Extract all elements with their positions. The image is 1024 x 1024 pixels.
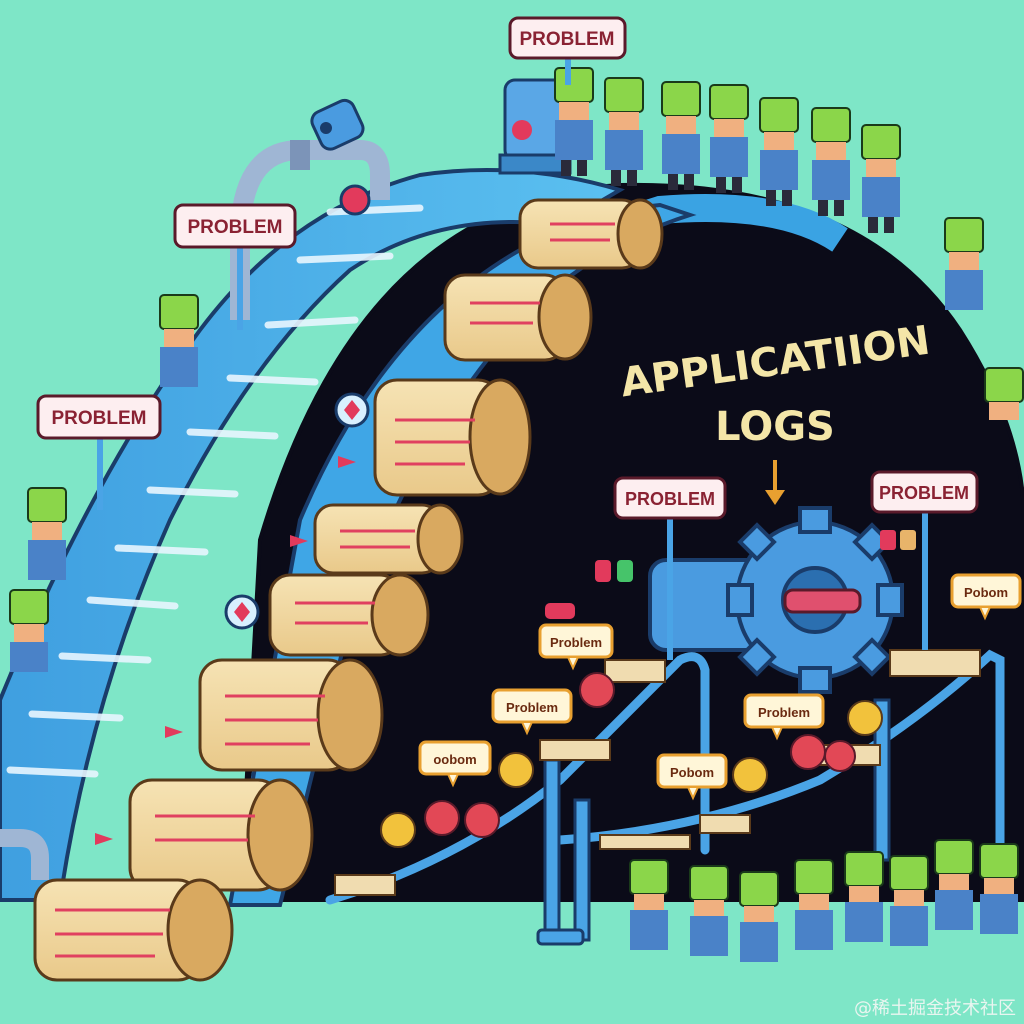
- belt-stripes: [6, 204, 424, 778]
- problem-sign-label: PROBLEM: [625, 489, 715, 509]
- bottom-left-pipe: [0, 829, 49, 880]
- problem-sign-label: PROBLEM: [520, 29, 615, 50]
- speech-bubble-label: Pobom: [964, 585, 1008, 600]
- title-line-2: LOGS: [715, 404, 835, 450]
- problem-sign: PROBLEM: [173, 203, 297, 249]
- arrow-icons: [95, 456, 356, 845]
- sign-posts: [97, 58, 928, 660]
- speech-bubble-label: Problem: [550, 635, 602, 650]
- speech-bubble: Pobom: [950, 573, 1022, 621]
- speech-bubble-label: Problem: [758, 705, 810, 720]
- problem-sign: PROBLEM: [613, 476, 727, 520]
- problem-sign: PROBLEM: [870, 470, 979, 514]
- speech-bubble: Pobom: [656, 753, 728, 801]
- speech-bubble: Problem: [538, 623, 614, 671]
- diamond-badges: [224, 392, 370, 630]
- rail-supports: [536, 698, 891, 946]
- problem-sign: PROBLEM: [36, 394, 162, 440]
- speech-bubble-label: Problem: [506, 700, 558, 715]
- problem-sign-label: PROBLEM: [879, 483, 969, 503]
- speech-bubble-label: oobom: [433, 752, 476, 767]
- watermark: @稀土掘金技术社区: [854, 998, 1016, 1019]
- speech-bubble: Problem: [491, 688, 573, 736]
- creatures: [380, 672, 883, 848]
- speech-bubble-label: Pobom: [670, 765, 714, 780]
- speech-bubble: oobom: [418, 740, 492, 788]
- problem-sign: PROBLEM: [508, 16, 627, 60]
- workers: [9, 67, 1024, 962]
- down-arrow-icon: [765, 460, 785, 505]
- gear-machine: [545, 506, 916, 694]
- paper-stacks: [334, 649, 981, 896]
- speech-bubble: Problem: [743, 693, 825, 741]
- problem-sign-label: PROBLEM: [188, 217, 283, 238]
- log-scrolls: [33, 198, 664, 982]
- problem-sign-label: PROBLEM: [52, 408, 147, 429]
- top-machine: [498, 78, 572, 175]
